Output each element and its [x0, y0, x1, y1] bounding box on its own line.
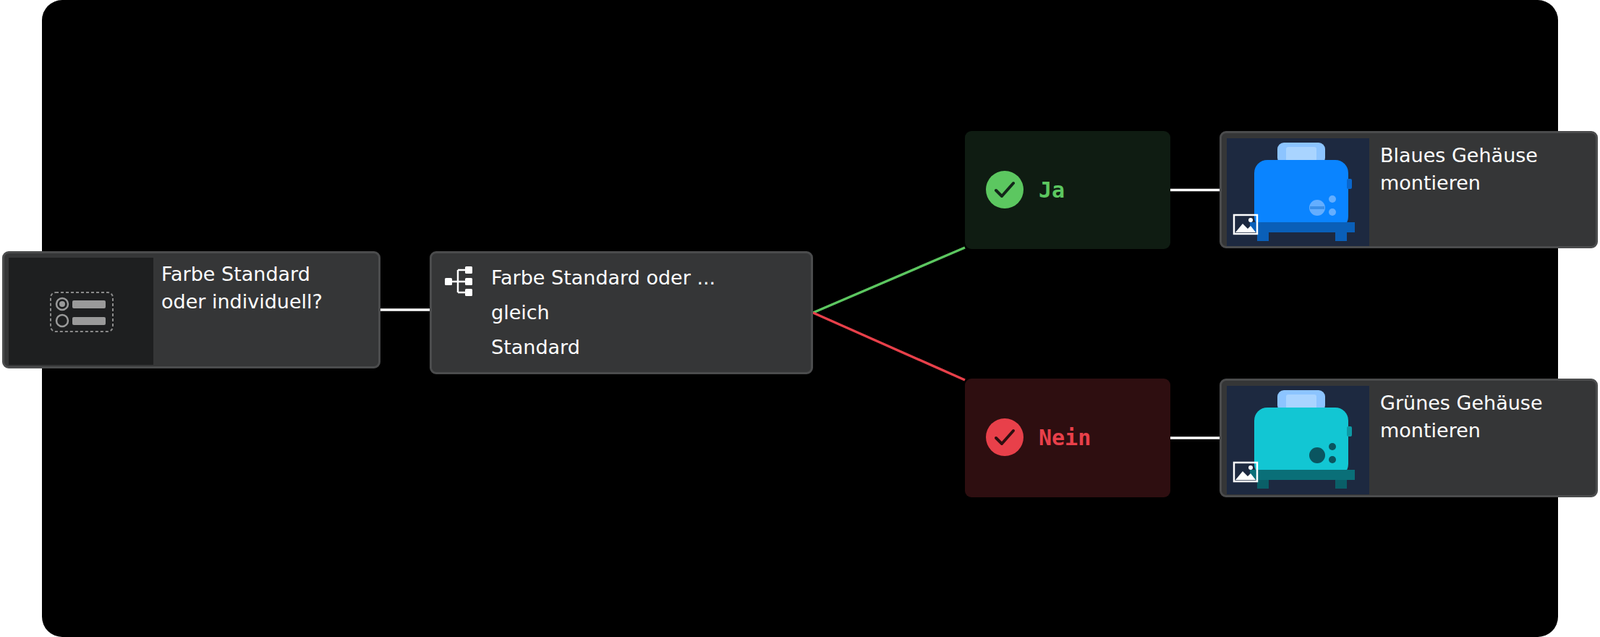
node-label: gleich — [491, 295, 803, 330]
choice-icon — [8, 257, 154, 365]
no-branch: Nein — [964, 378, 1171, 497]
branch-icon — [443, 264, 476, 297]
node-label: Standard — [491, 329, 803, 365]
action-box: Blaues Gehäuse montieren — [1219, 130, 1598, 249]
text-group: Farbe Standard oder individuell? — [161, 260, 357, 316]
node-label: Farbe Standard oder ... — [491, 260, 803, 296]
connector-line — [1170, 436, 1220, 440]
text-group: Farbe Standard oder ...gleichStandard — [491, 260, 803, 365]
node-label: Grünes Gehäuse montieren — [1380, 389, 1592, 445]
text-group: Blaues Gehäuse montieren — [1380, 141, 1592, 197]
connector-line — [813, 312, 965, 380]
text-group: Ja — [1038, 175, 1162, 205]
node-label: Farbe Standard oder individuell? — [161, 260, 357, 316]
node-label: Blaues Gehäuse montieren — [1380, 141, 1592, 197]
check-icon — [985, 417, 1025, 457]
action-box: Grünes Gehäuse montieren — [1219, 378, 1598, 497]
yes-branch: Ja — [964, 130, 1171, 249]
question-box: Farbe Standard oder individuell? — [2, 250, 381, 369]
text-group: Grünes Gehäuse montieren — [1380, 389, 1592, 445]
condition-box: Farbe Standard oder ...gleichStandard — [429, 250, 814, 374]
node-label: Ja — [1038, 175, 1162, 205]
check-icon — [985, 169, 1025, 210]
connector-line — [1170, 188, 1220, 192]
node-label: Nein — [1038, 423, 1162, 453]
text-group: Nein — [1038, 423, 1162, 453]
connector-line — [813, 247, 965, 313]
toaster-image — [1226, 138, 1370, 247]
toaster-image — [1226, 385, 1370, 495]
connector-line — [380, 308, 430, 312]
